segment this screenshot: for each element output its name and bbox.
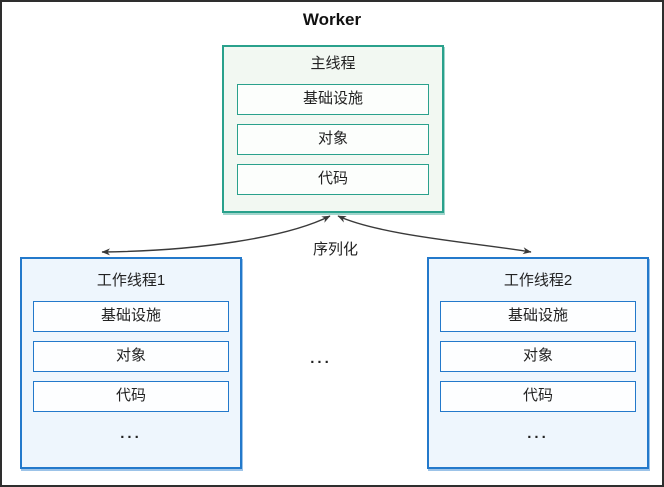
more-workers-ellipsis: ... xyxy=(310,350,332,367)
worker1-item-objects: 对象 xyxy=(33,341,229,372)
worker2-item-objects: 对象 xyxy=(440,341,636,372)
worker2-ellipsis: ... xyxy=(527,425,549,442)
worker-thread-1-title: 工作线程1 xyxy=(96,272,166,289)
worker1-item-code: 代码 xyxy=(33,381,229,412)
main-thread-box: 主线程 基础设施 对象 代码 xyxy=(222,45,444,213)
main-thread-item-code: 代码 xyxy=(237,164,429,195)
worker-thread-2-box: 工作线程2 基础设施 对象 代码 ... xyxy=(427,257,649,469)
diagram-title: Worker xyxy=(302,10,362,29)
worker1-item-infrastructure: 基础设施 xyxy=(33,301,229,332)
worker1-ellipsis: ... xyxy=(120,425,142,442)
serialization-label: 序列化 xyxy=(312,241,358,258)
worker-thread-1-box: 工作线程1 基础设施 对象 代码 ... xyxy=(20,257,242,469)
worker2-item-infrastructure: 基础设施 xyxy=(440,301,636,332)
main-thread-item-objects: 对象 xyxy=(237,124,429,155)
worker-thread-2-title: 工作线程2 xyxy=(503,272,573,289)
main-thread-item-infrastructure: 基础设施 xyxy=(237,84,429,115)
main-thread-title: 主线程 xyxy=(310,55,356,72)
worker2-item-code: 代码 xyxy=(440,381,636,412)
